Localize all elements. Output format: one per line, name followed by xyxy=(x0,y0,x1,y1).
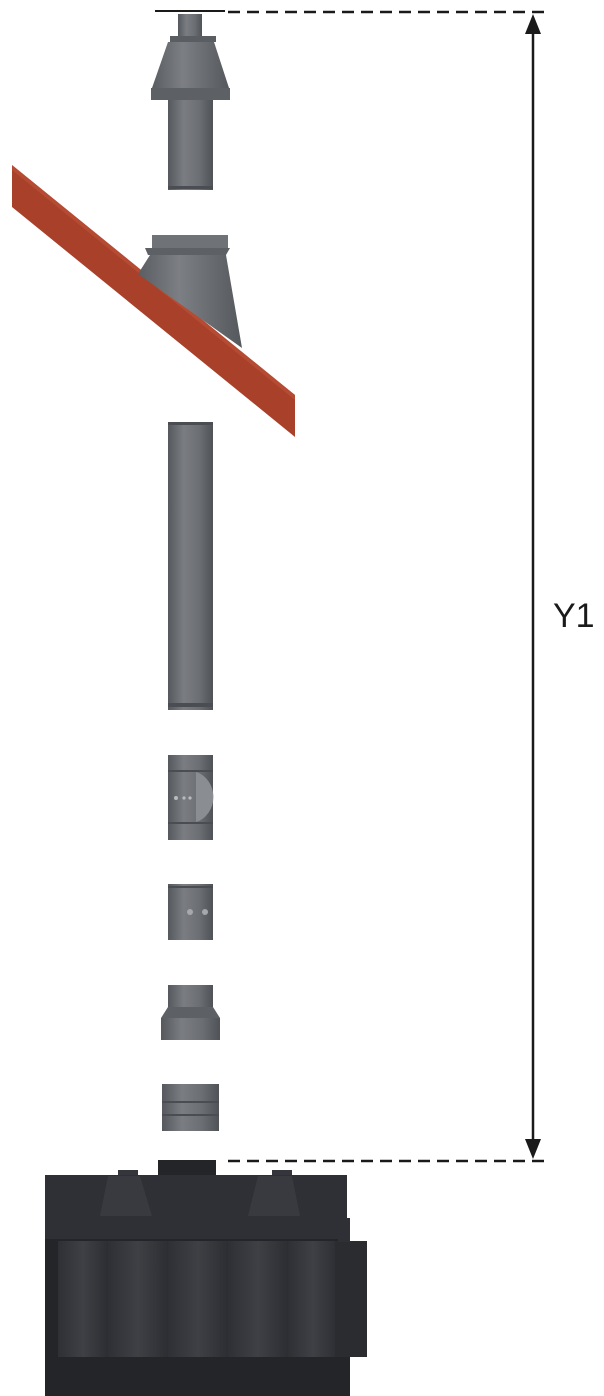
dimension-label: Y1 xyxy=(553,597,595,635)
stove-collar-pipe xyxy=(162,1084,219,1131)
damper-pipe xyxy=(168,884,213,940)
rain-cap xyxy=(151,10,230,190)
roof-flashing xyxy=(138,235,242,348)
inspection-pipe xyxy=(168,755,214,840)
dimension-arrow-top xyxy=(525,14,541,34)
fireplace-insert xyxy=(45,1160,367,1396)
roof-section xyxy=(12,165,295,437)
reducer-adapter xyxy=(161,985,220,1040)
dimension-arrow-bottom xyxy=(525,1139,541,1159)
straight-pipe-long xyxy=(168,422,213,710)
dimension-y1 xyxy=(228,10,548,1163)
